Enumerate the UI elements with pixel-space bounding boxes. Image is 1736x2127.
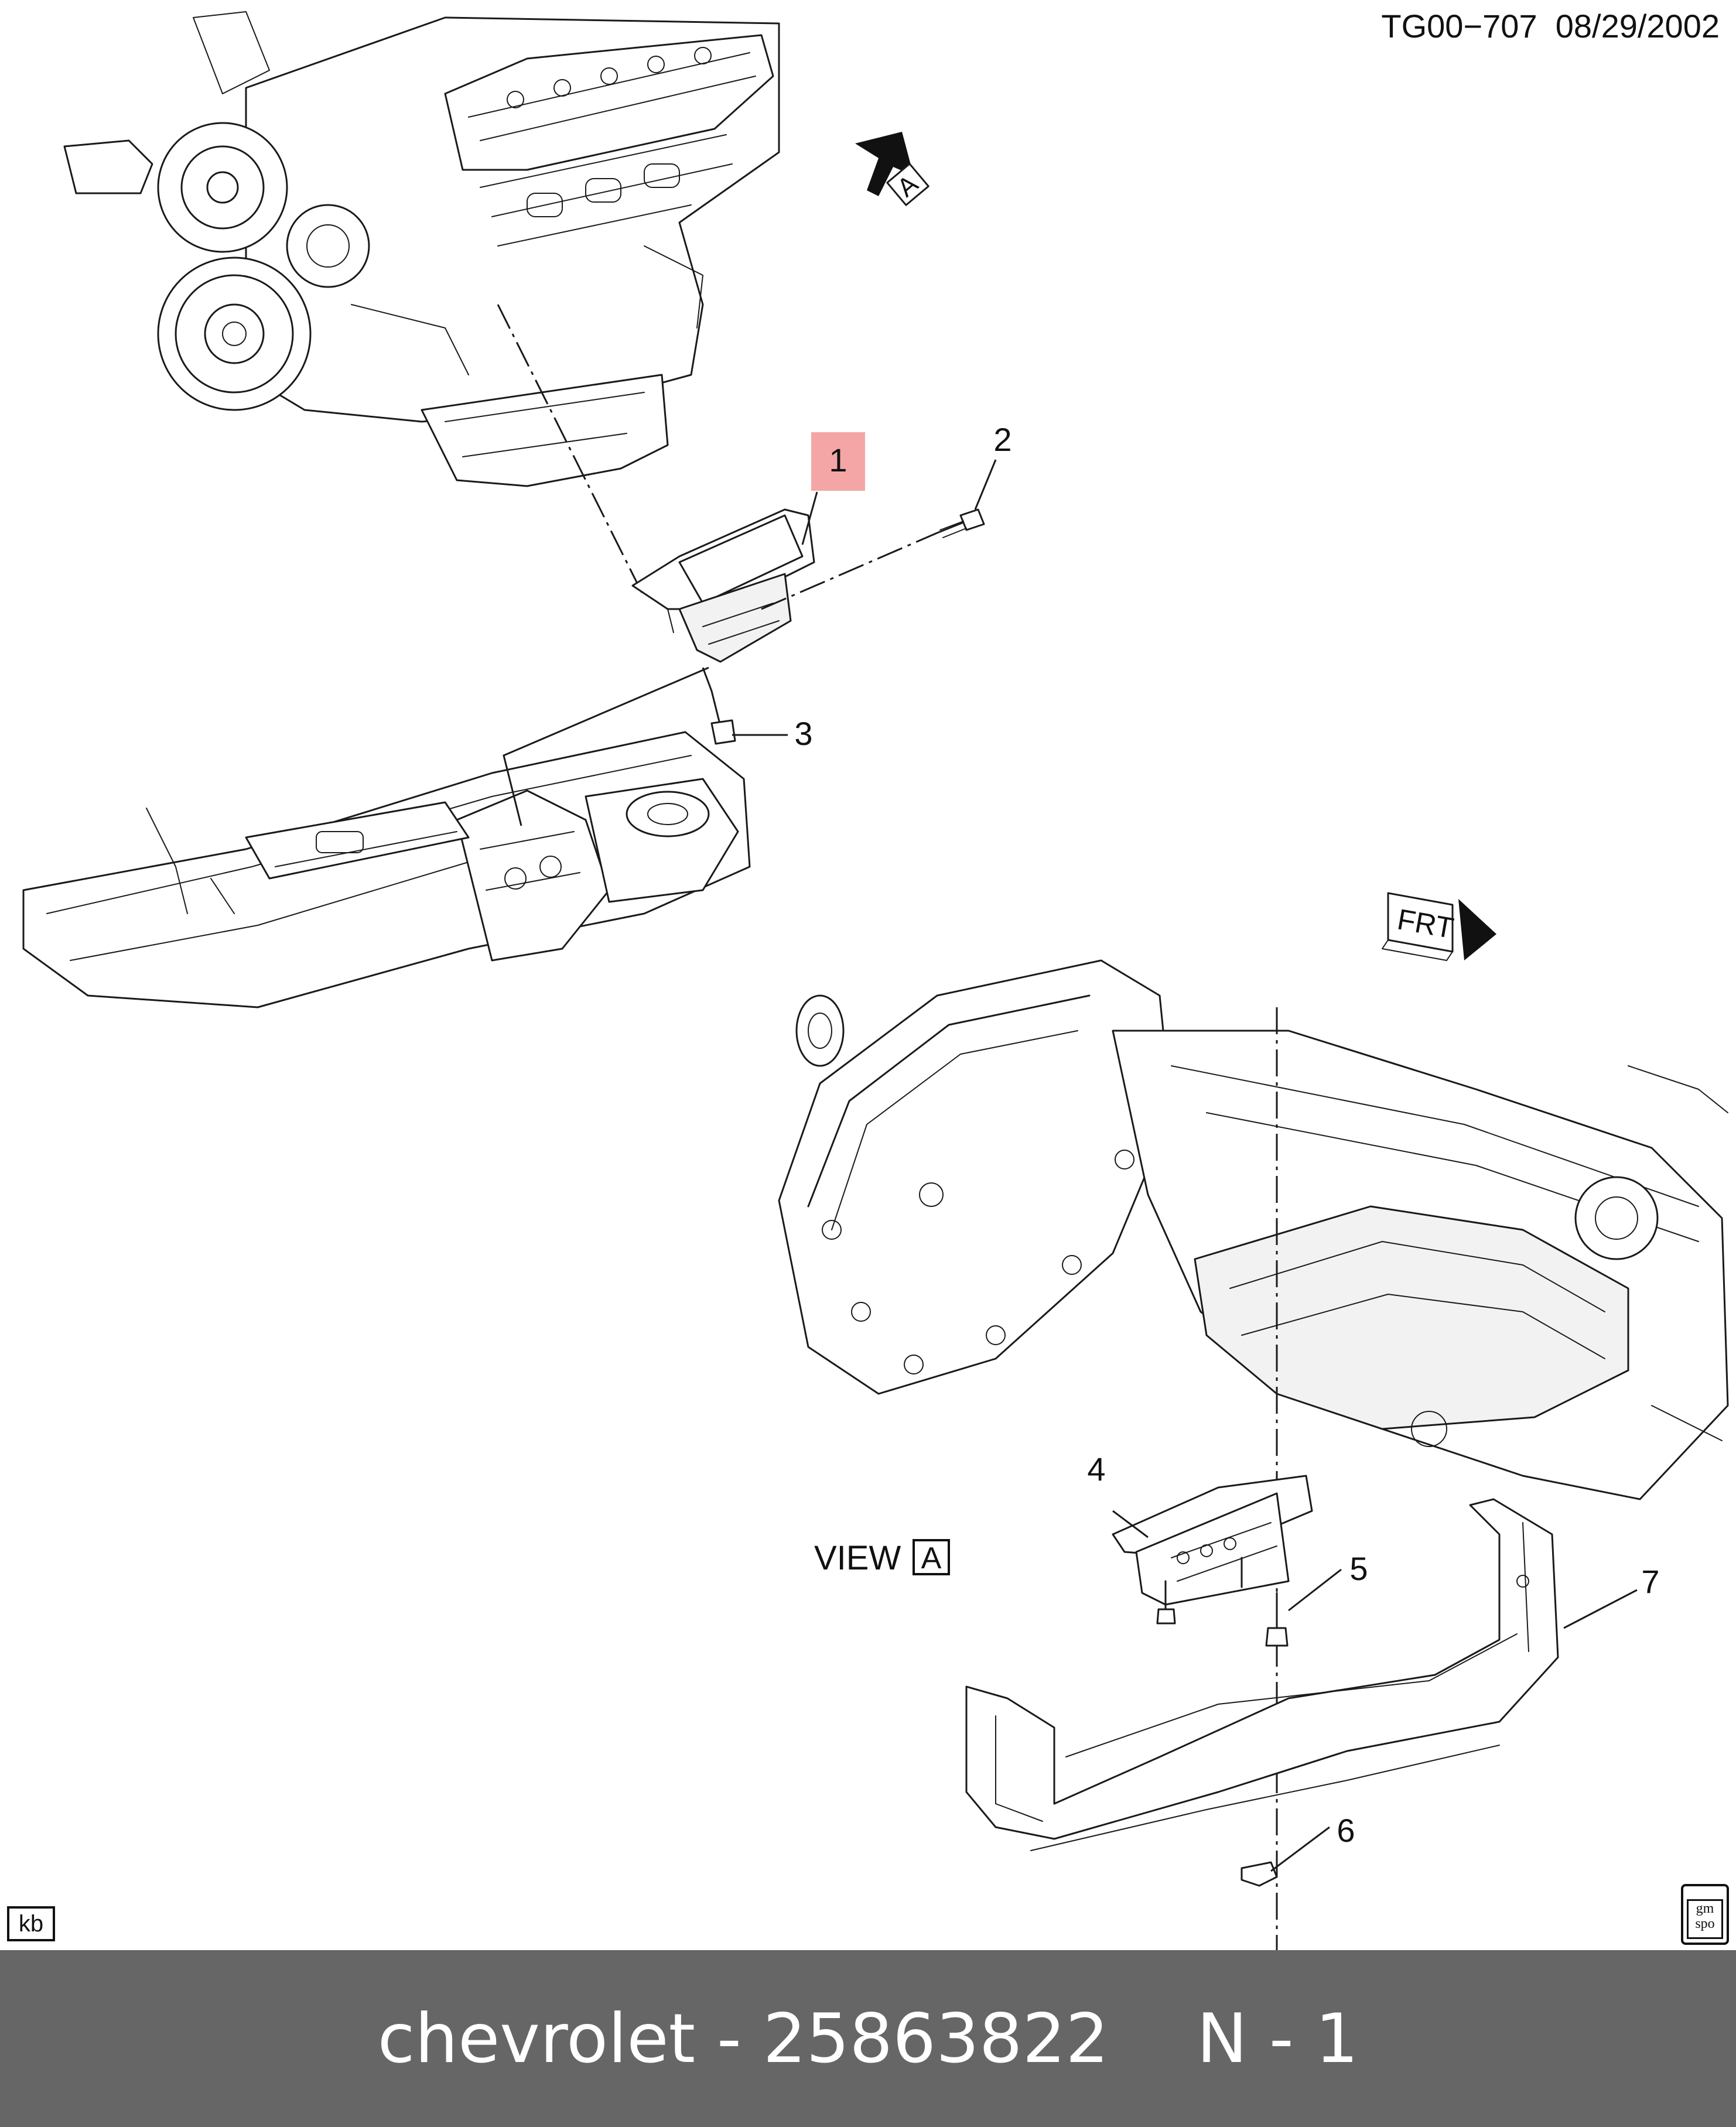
bolt2-centerline: [761, 532, 938, 610]
view-ref-letter: A: [921, 1541, 942, 1575]
callout-1-label: 1: [829, 442, 847, 478]
nut-part-6: [1241, 1861, 1278, 1887]
transmission-mount-part: [1112, 1475, 1313, 1606]
gmspo-logo: gm spo: [1681, 1884, 1729, 1945]
view-a-direction-arrow: [855, 132, 929, 206]
exploded-view-drawing: 1 2 3 4 5 6 7 VIEW A A FRT: [22, 11, 1729, 1950]
bolt-part-2: [936, 508, 985, 538]
engine-illustration: [63, 11, 780, 487]
gmspo-logo-text: gm spo: [1687, 1899, 1723, 1939]
callout-7-label: 7: [1641, 1563, 1659, 1600]
callout-labels: 1 2 3 4 5 6 7 VIEW A A FRT: [794, 169, 1659, 1849]
front-direction-arrow: [1382, 892, 1496, 961]
bolt-part-3: [710, 690, 736, 745]
callout-2-label: 2: [993, 421, 1011, 458]
engine-mount-centerline: [497, 304, 645, 598]
callout-1-highlight: [811, 432, 865, 491]
view-ref-box: [913, 1539, 950, 1575]
crossmember-part: [965, 1498, 1559, 1851]
quantity-caption: N - 1: [1197, 1999, 1359, 2078]
drawing-header: TG00−707 08/29/2002: [1381, 7, 1720, 45]
caption-text: chevrolet - 25863822 N - 1: [0, 1950, 1736, 2127]
callout-5-label: 5: [1349, 1550, 1368, 1587]
callout-4-label: 4: [1087, 1451, 1105, 1487]
transmission-illustration: [778, 959, 1729, 1500]
frame-and-mount-bracket: [22, 731, 751, 1008]
mount-to-frame-line: [503, 666, 709, 826]
engine-mount-part: [631, 508, 815, 663]
gmspo-line-1: gm: [1696, 1901, 1714, 1916]
caption-bar: chevrolet - 25863822 N - 1: [0, 1950, 1736, 2127]
view-label: VIEW: [814, 1539, 901, 1577]
bolt3-centerline: [702, 667, 713, 692]
parts-diagram: 1 2 3 4 5 6 7 VIEW A A FRT TG00−707 08/2…: [7, 7, 1729, 1950]
callout-leaders: [732, 459, 1638, 1872]
part-number-caption: chevrolet - 25863822: [377, 1999, 1109, 2078]
callout-3-label: 3: [794, 715, 812, 752]
bolt-part-5: [1156, 1557, 1289, 1647]
gmspo-line-2: spo: [1695, 1916, 1715, 1931]
kb-badge: kb: [7, 1906, 55, 1941]
callout-6-label: 6: [1337, 1812, 1355, 1849]
drawing-date: 08/29/2002: [1555, 8, 1720, 45]
drawing-id: TG00−707: [1381, 8, 1537, 45]
